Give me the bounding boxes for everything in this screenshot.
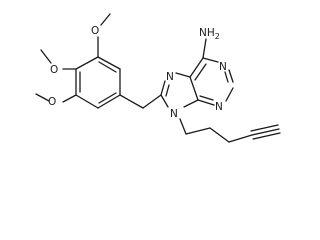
- bond-n1-c2: [228, 69, 234, 83]
- bond-ch2b-ch2c: [209, 127, 230, 143]
- bond-r3-r4: [97, 94, 121, 109]
- atom-labels: NH2 N N N N O O O: [48, 25, 227, 120]
- structure-canvas: NH2 N N N N O O O: [35, 13, 281, 143]
- bond-c4-n9: [183, 99, 199, 108]
- bond-r4-r5: [75, 94, 99, 109]
- bond-n3-c4: [197, 99, 215, 106]
- bond-triple-2: [250, 124, 279, 132]
- label-o-mid: O: [50, 64, 58, 76]
- bond-c5-c6: [189, 57, 204, 78]
- bond-ch2-c8: [142, 94, 162, 109]
- bond-c6-n1: [202, 57, 219, 63]
- bond-ch2a-ch2b: [185, 127, 211, 135]
- label-amine: NH2: [199, 27, 220, 41]
- bond-c5-c6-inner: [194, 63, 207, 81]
- bond-c5-c4: [189, 76, 199, 101]
- label-n1: N: [219, 61, 227, 73]
- bond-c2-n3: [225, 87, 234, 102]
- molecule-structure: NH2 N N N N O O O: [35, 13, 281, 143]
- bond-r1-r2: [97, 56, 121, 70]
- bond-n9-ch2a: [179, 118, 187, 135]
- bond-r6-r1: [75, 56, 99, 70]
- label-o-bot: O: [48, 96, 56, 108]
- bond-n7-c5: [175, 72, 191, 78]
- bond-triple-3: [252, 132, 281, 140]
- label-n9: N: [170, 108, 178, 120]
- bond-r5-obot: [62, 94, 77, 103]
- label-n3: N: [215, 101, 223, 113]
- bond-n1-c2-inner: [224, 71, 229, 83]
- label-n7: N: [166, 71, 174, 83]
- bonds: [35, 13, 281, 143]
- bond-triple-1: [251, 128, 280, 136]
- bond-omid-me: [40, 49, 52, 64]
- bond-r3-ch2: [119, 94, 144, 109]
- bond-obot-me: [35, 93, 50, 102]
- bond-c8-n7: [160, 80, 166, 96]
- bond-r1-r2-inner: [98, 61, 117, 73]
- label-o-top: O: [91, 25, 99, 37]
- bond-n3-c4-inner: [199, 95, 214, 101]
- bond-n9-c8: [160, 94, 169, 108]
- bond-c6-nh2: [202, 38, 207, 59]
- bond-ch2c-csp: [228, 134, 253, 143]
- bond-otop-me: [100, 13, 111, 26]
- bond-c8-n7-inner: [165, 84, 170, 97]
- bond-r3-r4-inner: [98, 92, 117, 104]
